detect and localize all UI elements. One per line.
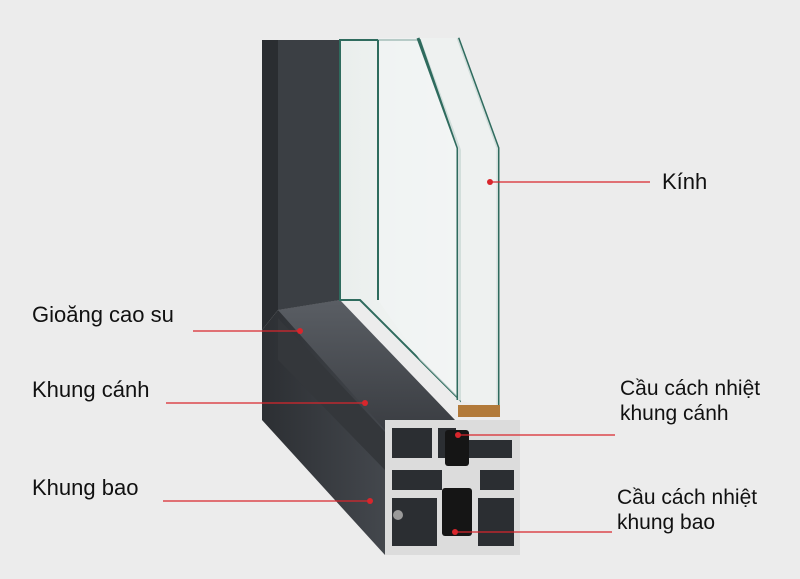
label-khung-bao: Khung bao	[32, 475, 139, 500]
label-line: khung bao	[617, 511, 716, 535]
leader-lines	[163, 179, 650, 535]
label-gioang-cao-su: Gioăng cao su	[32, 302, 174, 327]
glass-panes	[339, 37, 500, 410]
label-line: khung cánh	[620, 402, 729, 426]
label-cau-cach-nhiet-khung-bao: Cầu cách nhiệt khung bao	[617, 485, 757, 535]
label-line: Cầu cách nhiệt	[617, 486, 758, 509]
label-khung-canh: Khung cánh	[32, 377, 150, 402]
label-line: Cầu cách nhiệt	[620, 377, 761, 400]
sash-frame	[278, 300, 455, 470]
label-kinh: Kính	[662, 169, 708, 194]
thermal-bridges	[442, 430, 472, 536]
spacer-bar	[458, 405, 500, 417]
label-cau-cach-nhiet-khung-canh: Cầu cách nhiệt khung cánh	[620, 376, 760, 426]
